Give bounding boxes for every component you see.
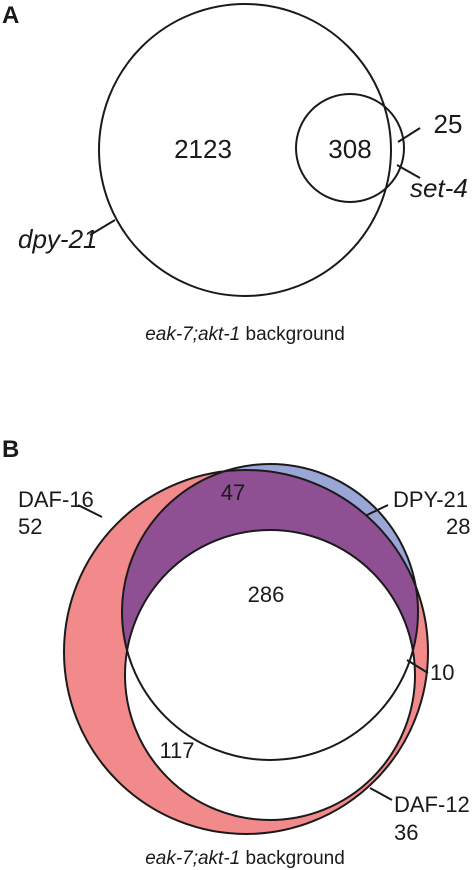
- label-set4: set-4: [410, 173, 468, 203]
- dpy21-daf12-leader: [406, 659, 429, 674]
- label-daf16: DAF-16: [18, 487, 94, 512]
- panel-a-caption: eak-7;akt-1 background: [145, 324, 345, 345]
- daf12-circle: [124, 529, 416, 821]
- caption-genotype-b: eak-7;akt-1: [145, 848, 240, 869]
- panel-a-letter: A: [2, 2, 19, 29]
- set4-leader: [396, 164, 421, 179]
- set4-only-leader: [397, 127, 421, 143]
- count-dpy21-only-b: 28: [446, 514, 470, 539]
- caption-suffix-b: background: [240, 848, 345, 869]
- daf12-region: [125, 530, 415, 820]
- count-set4-only: 25: [434, 109, 463, 139]
- dpy21-leader: [89, 219, 116, 236]
- panel-b-caption: eak-7;akt-1 background: [145, 848, 345, 869]
- daf12-leader: [369, 787, 393, 801]
- count-dpy21-only: 2123: [174, 134, 232, 164]
- label-daf12: DAF-12: [394, 792, 470, 817]
- count-overlap: 308: [328, 134, 371, 164]
- set4-circle: [295, 93, 405, 203]
- dpy21-circle-b: [121, 463, 419, 761]
- dpy21-leader-b: [366, 504, 389, 516]
- count-daf16-daf12: 117: [159, 738, 194, 763]
- count-daf16-dpy21: 47: [221, 480, 245, 505]
- caption-suffix: background: [240, 324, 345, 345]
- count-center: 286: [248, 582, 285, 607]
- count-dpy21-daf12: 10: [430, 660, 454, 685]
- count-daf12-only: 36: [394, 820, 418, 845]
- count-daf16-only: 52: [18, 514, 42, 539]
- panel-b-letter: B: [2, 436, 19, 463]
- daf16-leader: [77, 504, 103, 518]
- label-dpy21: dpy-21: [18, 224, 98, 254]
- dpy21-circle: [98, 3, 392, 297]
- panel-b: B DAF-16 52 47 DPY-21 28 286 10 117 DAF-…: [2, 436, 470, 869]
- panel-a: A 2123 308 25 set-4 dpy-21 eak-7;akt-1 b…: [2, 2, 468, 345]
- daf16-circle: [63, 469, 429, 835]
- caption-genotype: eak-7;akt-1: [145, 324, 240, 345]
- label-dpy21-b: DPY-21: [393, 487, 468, 512]
